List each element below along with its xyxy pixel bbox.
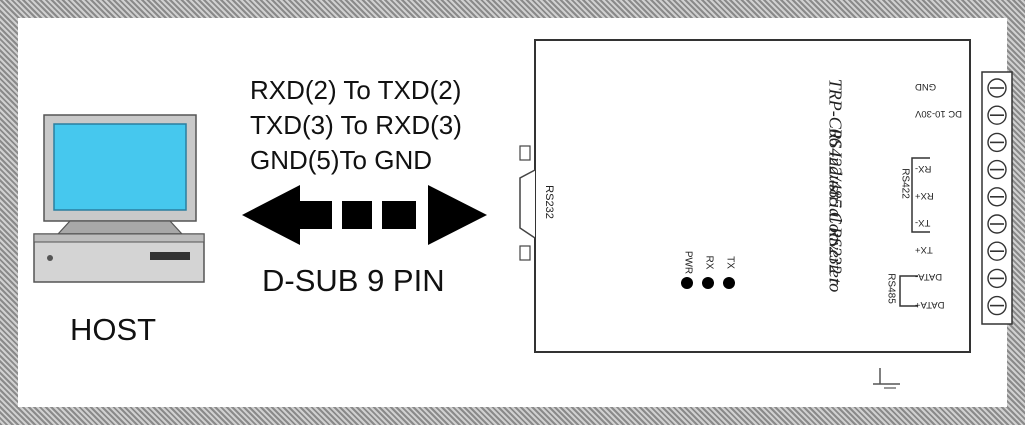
host-label: HOST	[70, 312, 157, 347]
led-pwr-icon	[681, 277, 693, 289]
led-tx-icon	[723, 277, 735, 289]
terminal-label: DATA+	[915, 298, 945, 310]
wiring-line-2: TXD(3) To RXD(3)	[250, 110, 462, 140]
terminal-label: DATA-	[915, 271, 943, 283]
converter-housing	[534, 39, 971, 353]
led-rx-label: RX	[703, 255, 715, 270]
converter-module	[519, 39, 1013, 389]
rs422-group-label: RS422	[899, 168, 911, 199]
wiring-line-1: RXD(2) To TXD(2)	[250, 75, 462, 105]
led-rx-icon	[702, 277, 714, 289]
db9-connector-icon	[519, 169, 536, 239]
monitor-screen	[53, 123, 187, 211]
db9-screw-top	[519, 145, 531, 161]
ground-symbol-icon	[873, 368, 900, 389]
db9-screw-bottom	[519, 245, 531, 261]
disk-drive-slot	[150, 252, 190, 260]
terminal-label: RX-	[915, 162, 932, 174]
led-tx-label: TX	[724, 256, 736, 269]
led-pwr-label: PWR	[682, 250, 694, 275]
power-light	[47, 255, 53, 261]
terminal-label: TX+	[915, 244, 933, 256]
host-computer-icon	[33, 114, 205, 283]
converter-title-line2: RS422/485 Converter	[825, 128, 846, 285]
wiring-line-3: GND(5)To GND	[250, 145, 433, 175]
db9-label: RS232	[543, 185, 555, 219]
rs485-group-label: RS485	[885, 273, 897, 304]
connection-arrow	[242, 185, 487, 245]
terminal-label: GND	[915, 81, 937, 92]
terminal-label: TX-	[915, 217, 931, 228]
monitor-stand	[56, 220, 184, 235]
cable-label: D-SUB 9 PIN	[262, 263, 445, 298]
rs485-bracket	[899, 275, 918, 307]
terminal-label: RX+	[915, 189, 934, 201]
terminal-label: DC 10-30V	[915, 108, 962, 120]
rs422-bracket	[911, 157, 930, 233]
